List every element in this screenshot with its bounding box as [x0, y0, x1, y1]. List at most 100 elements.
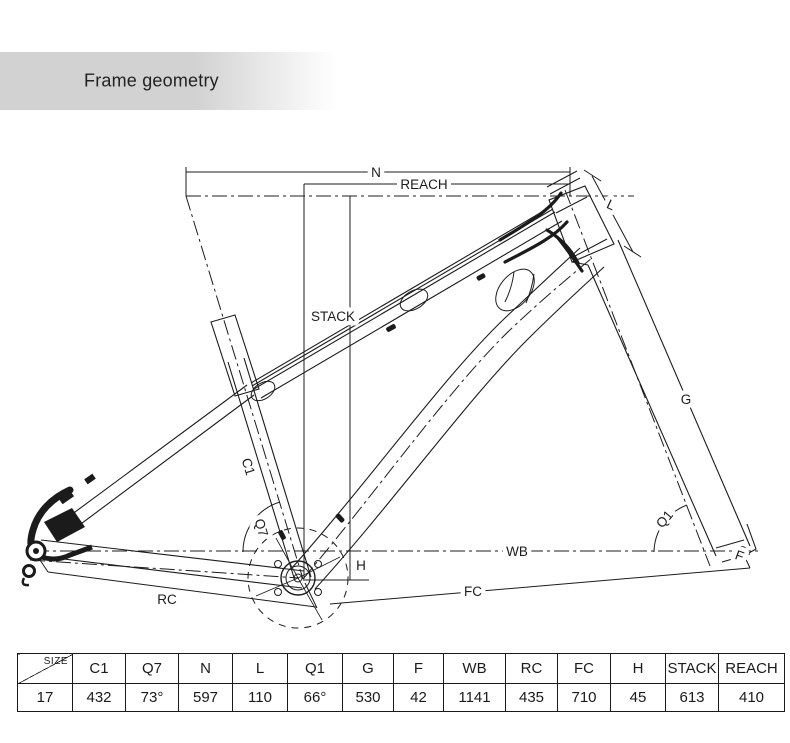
cell-g: 530: [342, 683, 394, 712]
seat-tube-edge-2: [243, 357, 312, 578]
cell-reach: 410: [718, 683, 785, 712]
rear-dropout-assembly: [21, 473, 96, 587]
cell-stack: 613: [665, 683, 719, 712]
col-header-f: F: [393, 653, 444, 684]
bb-bolt-4: [314, 560, 322, 568]
cell-c1: 432: [72, 683, 126, 712]
tube-sections: [250, 268, 535, 402]
corner-cell-size: SIZE: [17, 653, 73, 684]
bb-spindle: [293, 573, 303, 583]
page-title-band: Frame geometry: [0, 52, 336, 110]
dim-label-c1: C1: [239, 456, 258, 477]
down-tube-edge-2: [314, 266, 605, 590]
down-tube-section-chord-1: [504, 271, 515, 303]
bb-bolt-2: [274, 588, 282, 596]
dim-label-wb: WB: [506, 544, 528, 559]
dim-label-n: N: [371, 165, 381, 180]
col-header-rc: RC: [505, 653, 558, 684]
front-axle: [736, 545, 748, 557]
dim-label-l: L: [604, 197, 618, 214]
down-tube-axis: [302, 257, 593, 580]
cell-q7: 73°: [125, 683, 179, 712]
bb-bolt-1: [314, 588, 322, 596]
col-header-g: G: [342, 653, 394, 684]
brake-pad-1: [57, 489, 75, 505]
col-header-c1: C1: [72, 653, 126, 684]
dim-label-g: G: [681, 392, 692, 407]
housing-4: [556, 236, 584, 273]
top-tube-edge-1: [250, 205, 553, 384]
top-tube-edge-3: [253, 211, 556, 390]
chainstay-edge-1: [40, 539, 305, 572]
down-tube-section-chord-2: [525, 273, 535, 304]
bb-shell-outer: [280, 560, 316, 596]
dim-label-h: H: [356, 558, 366, 573]
cell-wb: 1141: [443, 683, 506, 712]
down-tube-edge-1: [290, 247, 581, 570]
seatstay-edge-2: [57, 394, 255, 542]
cable-ports: [278, 273, 486, 540]
bottom-bracket: [247, 527, 349, 629]
cell-q1: 66°: [287, 683, 343, 712]
cell-f: 42: [393, 683, 444, 712]
cell-h: 45: [610, 683, 666, 712]
l-tick-top: [583, 169, 602, 182]
q1-angle-arc: [653, 504, 688, 553]
dim-label-stack: STACK: [311, 309, 355, 324]
seatpost-tube: [210, 314, 260, 397]
col-header-h: H: [610, 653, 666, 684]
headset-cup-top: [555, 196, 588, 214]
cell-size: 17: [17, 683, 73, 712]
size-corner-label: SIZE: [43, 656, 68, 667]
l-tick-bottom: [623, 245, 642, 258]
cable-port-seat-tube: [278, 530, 286, 540]
col-header-wb: WB: [443, 653, 506, 684]
fc-axle-tick: [741, 550, 751, 569]
cell-l: 110: [232, 683, 288, 712]
col-header-fc: FC: [557, 653, 611, 684]
table-row: 17 432 73° 597 110 66° 530 42 1141 435 7…: [17, 683, 785, 712]
cable-guide-top-tube-1: [386, 324, 396, 332]
rc-bb-tick: [304, 582, 318, 609]
derailleur-hanger: [22, 564, 36, 578]
cable-port-down-tube: [335, 513, 345, 523]
col-header-l: L: [232, 653, 288, 684]
dimension-lines: [29, 167, 759, 609]
dropout-plate: [44, 508, 85, 542]
fork-blade-inner: [587, 264, 717, 557]
seat-tube-axis: [185, 195, 304, 580]
seat-tube-edge-1: [227, 361, 296, 582]
hanger-hook: [21, 577, 30, 587]
dim-label-reach: REACH: [400, 177, 447, 192]
crank-spider-lines: [255, 537, 341, 621]
fc-dim-line: [329, 567, 751, 605]
bb-bolt-3: [274, 560, 282, 568]
col-header-q7: Q7: [125, 653, 179, 684]
frame-outline: [38, 170, 757, 590]
chainring-dashed-circle: [247, 527, 349, 629]
l-dim-line: [591, 175, 634, 253]
page-title: Frame geometry: [84, 70, 219, 91]
cable-housings: [498, 191, 584, 273]
fork-dropout: [732, 523, 757, 563]
chainstay-axis: [29, 559, 300, 579]
q7-angle-arc: [242, 501, 281, 553]
cell-n: 597: [178, 683, 233, 712]
headset-spacer-2: [546, 170, 578, 188]
col-header-n: N: [178, 653, 233, 684]
chainstay-edge-2: [38, 555, 303, 589]
rear-axle-center: [33, 548, 39, 554]
top-tube-edge-4: [260, 220, 563, 399]
brake-pad-2: [84, 473, 96, 485]
dim-label-fc: FC: [464, 584, 482, 599]
col-header-reach: REACH: [718, 653, 785, 684]
headset-cup-bottom: [574, 238, 608, 257]
dim-label-q7: Q7: [251, 517, 271, 539]
housing-1: [498, 191, 563, 242]
seat-cluster-section: [250, 380, 276, 402]
col-header-stack: STACK: [665, 653, 719, 684]
cell-fc: 710: [557, 683, 611, 712]
cable-guide-top-tube-2: [476, 273, 486, 281]
